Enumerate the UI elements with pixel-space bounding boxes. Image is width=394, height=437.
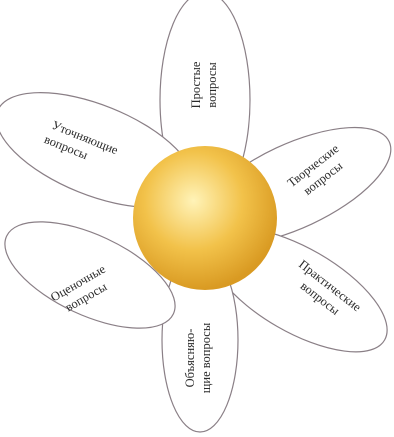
label-explanatory-line2: щие вопросы <box>199 322 213 393</box>
label-simple-line1: Простые <box>189 61 203 108</box>
label-explanatory-line1: Объясняю- <box>183 329 197 388</box>
flower-center <box>133 146 277 290</box>
label-simple-line2: вопросы <box>205 62 219 108</box>
